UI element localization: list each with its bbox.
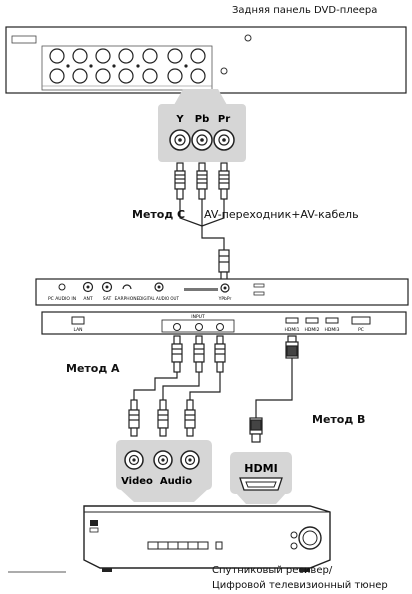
method-b-cable [249, 335, 299, 443]
method-c-label: Метод C [132, 208, 186, 221]
port-pr-label: Pr [218, 114, 230, 125]
receiver-label-line1: Спутниковый ресивер/ [212, 565, 333, 576]
port-pb-label: Pb [195, 114, 210, 125]
method-b-label: Метод B [312, 413, 366, 426]
svg-text:LAN: LAN [73, 327, 82, 333]
receiver-label-line2: Цифровой телевизионный тюнер [212, 580, 388, 591]
svg-text:HDMI3: HDMI3 [325, 327, 340, 333]
svg-text:INPUT: INPUT [191, 314, 205, 320]
tv-bottom-panel: LAN INPUT HDMI1 HDMI2 HDMI3 PC [41, 311, 407, 335]
svg-text:SAT: SAT [103, 296, 112, 302]
svg-text:ANT: ANT [83, 296, 92, 302]
method-a-cable [128, 335, 226, 437]
dvd-panel-title: Задняя панель DVD-плеера [232, 5, 378, 16]
dvd-rear-panel [5, 26, 407, 94]
audio-label: Audio [160, 476, 192, 487]
receiver-av-callout: Video Audio [116, 440, 212, 502]
ypbpr-callout: Y Pb Pr [158, 89, 246, 162]
method-a-label: Метод A [66, 362, 120, 375]
svg-text:PC: PC [358, 327, 364, 333]
svg-text:HDMI1: HDMI1 [285, 327, 300, 333]
hdmi-label: HDMI [244, 462, 277, 475]
receiver-hdmi-callout: HDMI [230, 452, 292, 504]
svg-text:HDMI2: HDMI2 [305, 327, 320, 333]
svg-text:PC AUDIO IN: PC AUDIO IN [48, 296, 76, 302]
ypbpr-jacks [169, 129, 235, 151]
svg-text:YPbPr: YPbPr [218, 296, 232, 302]
svg-text:DIGITAL AUDIO OUT: DIGITAL AUDIO OUT [139, 296, 179, 301]
port-y-label: Y [175, 114, 184, 125]
video-label: Video [121, 476, 153, 487]
receiver-device [83, 505, 331, 572]
svg-text:EARPHONE: EARPHONE [115, 296, 140, 302]
method-c-desc: AV-переходник+AV-кабель [204, 208, 359, 221]
method-c-cable [174, 162, 230, 281]
tv-side-panel: PC AUDIO IN ANT SAT EARPHONE DIGITAL AUD… [35, 278, 409, 306]
